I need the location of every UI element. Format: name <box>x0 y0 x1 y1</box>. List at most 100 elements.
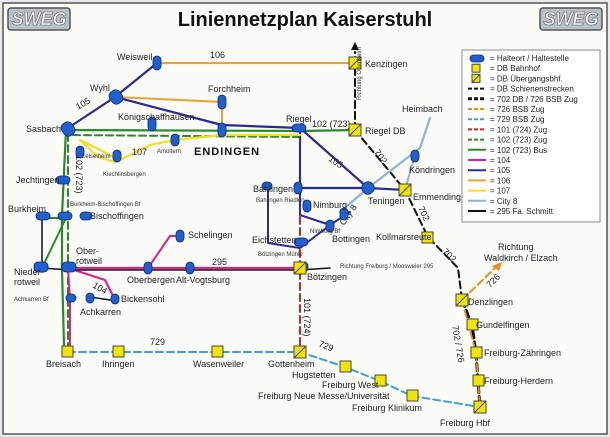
legend-items: = Halteort / Haltestelle= DB Bahnhof= DB… <box>468 54 578 216</box>
arrow-ottenheim <box>351 42 359 50</box>
station-boetzingen[interactable] <box>293 261 307 275</box>
label-295: 295 <box>212 257 227 267</box>
legend-item: = 102 (723) Bus <box>468 146 547 155</box>
label-gundelfingen: Gundelfingen <box>476 320 530 330</box>
stop-forchheim[interactable] <box>217 94 227 110</box>
sweg-logo-right-text: SWEG <box>543 9 598 29</box>
label-wyhl: Wyhl <box>90 83 110 93</box>
arrow-waldkirch <box>492 262 502 271</box>
stop-bahlingen[interactable] <box>293 181 303 195</box>
station-emmendingen[interactable] <box>398 183 412 197</box>
label-107: 107 <box>132 147 147 157</box>
station-freiburg-herdern[interactable] <box>472 374 485 387</box>
stop-schelingen[interactable] <box>175 229 185 243</box>
stop-bickensohl[interactable] <box>110 293 120 305</box>
station-breisach[interactable] <box>61 345 74 358</box>
stop-kiechlinsbergen[interactable] <box>112 149 122 163</box>
label-leiselheim: Leiselheim <box>82 154 111 160</box>
label-freiburg-neue-messe: Freiburg Neue Messe/Universität <box>258 391 390 401</box>
stop-niederrotweil[interactable] <box>33 261 49 273</box>
label-breisach: Breisach <box>46 359 81 369</box>
station-denzlingen[interactable] <box>455 293 469 307</box>
stop-amoltern[interactable] <box>170 133 180 147</box>
station-hugstetten[interactable] <box>339 360 352 373</box>
line-105-b <box>113 95 370 190</box>
stop-oberbergen[interactable] <box>143 261 153 275</box>
station-wasenweiler[interactable] <box>211 345 224 358</box>
station-riegel-db[interactable] <box>348 123 362 137</box>
label-amoltern: Amoltern <box>157 149 181 155</box>
stop-achkarren[interactable] <box>85 292 95 304</box>
station-gundelfingen[interactable] <box>466 318 479 331</box>
legend-item: = Halteort / Haltestelle <box>469 54 569 63</box>
label-101-724: 101 (724) <box>302 298 312 337</box>
stop-nimburg-bf[interactable] <box>325 219 335 233</box>
sweg-logo-left-text: SWEG <box>11 9 66 29</box>
stop-bahlingen-riedlen[interactable] <box>261 181 273 191</box>
stop-sasbach[interactable] <box>59 120 77 138</box>
legend-label: = 102 (723) Bus <box>490 146 547 155</box>
stop-nimburg[interactable] <box>302 199 312 213</box>
label-106: 106 <box>210 50 225 60</box>
line-105-d <box>267 187 351 249</box>
stop-markers <box>33 55 487 414</box>
label-koenigschaffhausen: Königschaffhausen <box>118 112 194 122</box>
stop-alt-vogtsburg[interactable] <box>185 261 195 275</box>
legend-label: = 107 <box>490 187 511 196</box>
legend-label: = DB Übergangsbhf. <box>490 74 563 83</box>
stop-oberrotweil[interactable] <box>61 261 77 273</box>
stop-achkarren-bf[interactable] <box>65 293 77 303</box>
label-bickensohl: Bickensohl <box>121 294 165 304</box>
label-forchheim: Forchheim <box>208 84 251 94</box>
legend-item: = DB Übergangsbhf. <box>471 73 563 83</box>
station-freiburg-hbf[interactable] <box>473 400 487 414</box>
label-kollmarsreute: Kollmarsreute <box>376 232 432 242</box>
legend-label: = Halteort / Haltestelle <box>490 54 569 63</box>
legend-box <box>461 49 601 223</box>
stop-leiselheim[interactable] <box>75 145 85 159</box>
stop-wyhl[interactable] <box>107 88 125 106</box>
station-kollmarsreute[interactable] <box>421 231 434 244</box>
legend-symbol <box>471 73 481 83</box>
label-burkheim-bischoffingen-bf: Burkheim-Bischoffingen Bf <box>70 202 141 208</box>
label-102-723-vertical: 102 (723) <box>74 155 84 194</box>
label-direction-line1: Richtung <box>498 242 534 252</box>
label-burkheim: Burkheim <box>8 204 46 214</box>
note-richtung-freiburg: Richtung Freiburg / Moosweier 295 <box>340 264 434 270</box>
station-freiburg-west[interactable] <box>374 374 387 387</box>
legend-item: = 702 DB / 726 BSB Zug <box>468 95 578 104</box>
legend-item: = 726 BSB Zug <box>468 105 544 114</box>
label-koendringen: Köndringen <box>409 165 455 175</box>
legend-item: = DB Bahnhof <box>471 63 541 73</box>
legend-item: = City 8 <box>468 197 518 206</box>
bus-102-723 <box>60 128 357 347</box>
label-emmendingen: Emmendingen <box>413 192 471 202</box>
station-freiburg-klinikum[interactable] <box>406 389 419 402</box>
sweg-logo-left <box>7 7 71 31</box>
label-riegel-db: Riegel DB <box>365 126 406 136</box>
stop-teningen[interactable] <box>360 180 377 197</box>
stop-riegel[interactable] <box>291 123 307 133</box>
stop-bottingen[interactable] <box>339 207 349 221</box>
stop-koenigschaffhausen[interactable] <box>147 116 157 132</box>
stop-eichstetten[interactable] <box>293 237 309 247</box>
stop-jechtingen[interactable] <box>55 175 71 185</box>
label-102-723: 102 (723) <box>312 119 351 129</box>
stop-bischoffingen[interactable] <box>79 211 93 221</box>
label-boetzingen-muehle: Bötzingen Mühle <box>258 252 303 258</box>
stop-burkheim-bischoffingen-bf[interactable] <box>57 211 73 221</box>
station-kenzingen[interactable] <box>348 56 362 70</box>
label-heimbach: Heimbach <box>402 104 443 114</box>
legend-symbol <box>469 54 485 63</box>
stop-burkheim[interactable] <box>35 211 51 221</box>
stop-weisweil[interactable] <box>152 55 162 71</box>
stop-koendringen[interactable] <box>410 149 420 163</box>
stop-endingen[interactable] <box>217 122 227 138</box>
label-wasenweiler: Wasenweiler <box>193 359 244 369</box>
station-gottenheim[interactable] <box>293 345 307 359</box>
label-achkarren: Achkarren <box>80 307 121 317</box>
station-freiburg-zaehringen[interactable] <box>470 346 483 359</box>
label-nimburg-bf: Nimburg Bf <box>310 229 340 235</box>
station-ihringen[interactable] <box>112 345 125 358</box>
